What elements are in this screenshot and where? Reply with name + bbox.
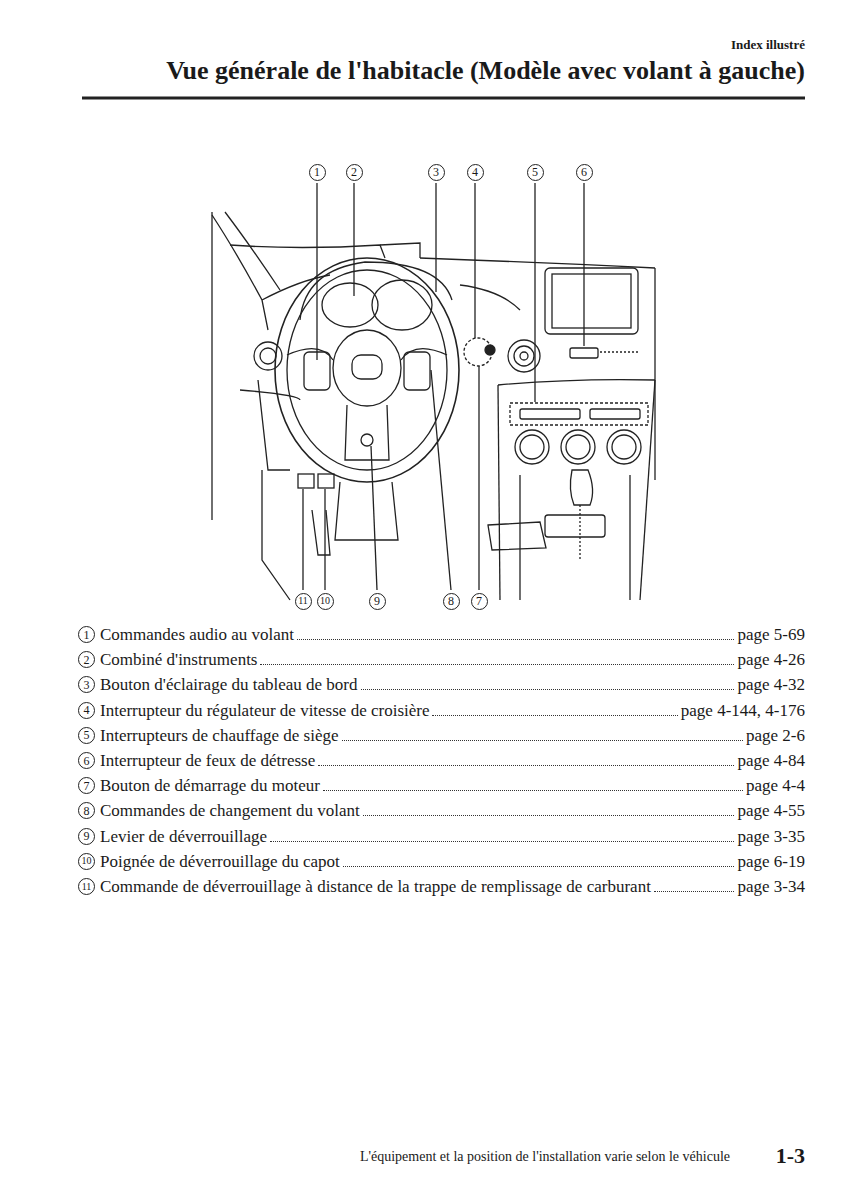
section-header: Index illustré (731, 37, 805, 53)
item-number-circle: 6 (78, 752, 95, 769)
item-number: 9 (84, 830, 90, 842)
dot-leader (342, 740, 743, 741)
index-row: 4 Interrupteur du régulateur de vitesse d… (78, 700, 805, 721)
page-reference: page 4-84 (737, 750, 805, 771)
dot-leader (343, 866, 735, 867)
item-description: Commandes audio au volant (100, 624, 294, 645)
callout-circle: 10 (317, 593, 334, 610)
dot-leader (323, 790, 743, 791)
callout-circle: 4 (467, 164, 484, 181)
page-reference: page 4-32 (737, 674, 805, 695)
callout-number: 8 (448, 595, 454, 607)
callout-number: 2 (351, 166, 357, 178)
item-description: Commande de déverrouillage à distance de… (100, 876, 651, 897)
index-row: 6 Interrupteur de feux de détresse page 4-… (78, 750, 805, 771)
item-number: 2 (84, 654, 90, 666)
callout-circle: 3 (428, 164, 445, 181)
index-row: 10 Poignée de déverrouillage du capot page… (78, 851, 805, 872)
page-reference: page 5-69 (737, 624, 805, 645)
item-description: Levier de déverrouillage (100, 826, 267, 847)
dot-leader (432, 715, 677, 716)
index-row: 3 Bouton d'éclairage du tableau de bord pa… (78, 674, 805, 695)
item-number: 8 (84, 805, 90, 817)
page-reference: page 6-19 (737, 851, 805, 872)
item-number: 5 (84, 729, 90, 741)
callout-number: 4 (472, 166, 478, 178)
index-row: 7 Bouton de démarrage du moteur page 4-4 (78, 775, 805, 796)
item-number-circle: 3 (78, 676, 95, 693)
item-description: Bouton d'éclairage du tableau de bord (100, 674, 358, 695)
item-description: Interrupteurs de chauffage de siège (100, 725, 339, 746)
dot-leader (363, 815, 735, 816)
callout-circle: 9 (369, 593, 386, 610)
callout-circle: 1 (309, 164, 326, 181)
item-description: Interrupteur de feux de détresse (100, 750, 315, 771)
index-row: 2 Combiné d'instruments page 4-26 (78, 649, 805, 670)
item-number-circle: 5 (78, 727, 95, 744)
page-title: Vue générale de l'habitacle (Modèle avec… (166, 56, 805, 86)
callout-number: 10 (320, 596, 330, 606)
callout-number: 1 (314, 166, 320, 178)
dot-leader (361, 689, 735, 690)
header-text: Index illustré (731, 37, 805, 52)
page-reference: page 3-35 (737, 826, 805, 847)
item-number: 10 (82, 856, 92, 866)
callout-circle: 7 (471, 593, 488, 610)
item-description: Poignée de déverrouillage du capot (100, 851, 340, 872)
item-number: 3 (84, 679, 90, 691)
item-number: 1 (84, 629, 90, 641)
page-number: 1-3 (776, 1143, 805, 1169)
page-reference: page 3-34 (737, 876, 805, 897)
item-description: Interrupteur du régulateur de vitesse de… (100, 700, 429, 721)
index-row: 8 Commandes de changement du volant page 4… (78, 800, 805, 821)
callout-number: 6 (581, 166, 587, 178)
footer-note: L'équipement et la position de l'install… (360, 1149, 730, 1165)
callout-number: 3 (433, 166, 439, 178)
title-text: Vue générale de l'habitacle (Modèle avec… (166, 56, 805, 85)
item-number: 11 (82, 882, 92, 892)
item-description: Commandes de changement du volant (100, 800, 360, 821)
index-row: 11 Commande de déverrouillage à distance … (78, 876, 805, 897)
dot-leader (297, 639, 734, 640)
item-number-circle: 10 (78, 853, 95, 870)
callout-number: 11 (298, 596, 308, 606)
dot-leader (654, 891, 735, 892)
page-reference: page 4-55 (737, 800, 805, 821)
item-number-circle: 2 (78, 651, 95, 668)
callout-number: 5 (532, 166, 538, 178)
item-number: 6 (84, 755, 90, 767)
item-description: Combiné d'instruments (100, 649, 257, 670)
index-row: 5 Interrupteurs de chauffage de siège page… (78, 725, 805, 746)
callout-circle: 5 (527, 164, 544, 181)
item-number-circle: 1 (78, 626, 95, 643)
item-number-circle: 8 (78, 802, 95, 819)
item-number-circle: 7 (78, 777, 95, 794)
item-number-circle: 4 (78, 702, 95, 719)
callout-circle: 11 (295, 593, 312, 610)
item-number: 7 (84, 780, 90, 792)
index-row: 9 Levier de déverrouillage page 3-35 (78, 826, 805, 847)
item-number-circle: 11 (78, 878, 95, 895)
footer-note-text: L'équipement et la position de l'install… (360, 1149, 730, 1164)
dot-leader (318, 765, 734, 766)
callout-circle: 6 (576, 164, 593, 181)
page-reference: page 4-144, 4-176 (681, 700, 805, 721)
page-reference: page 4-26 (737, 649, 805, 670)
item-number: 4 (84, 704, 90, 716)
page-number-text: 1-3 (776, 1143, 805, 1168)
page-reference: page 2-6 (746, 725, 805, 746)
item-description: Bouton de démarrage du moteur (100, 775, 320, 796)
index-row: 1 Commandes audio au volant page 5-69 (78, 624, 805, 645)
callout-number: 7 (476, 595, 482, 607)
dot-leader (260, 664, 734, 665)
dot-leader (270, 841, 734, 842)
callout-circle: 8 (443, 593, 460, 610)
item-number-circle: 9 (78, 828, 95, 845)
callout-number: 9 (374, 595, 380, 607)
page-reference: page 4-4 (746, 775, 805, 796)
callout-circle: 2 (346, 164, 363, 181)
